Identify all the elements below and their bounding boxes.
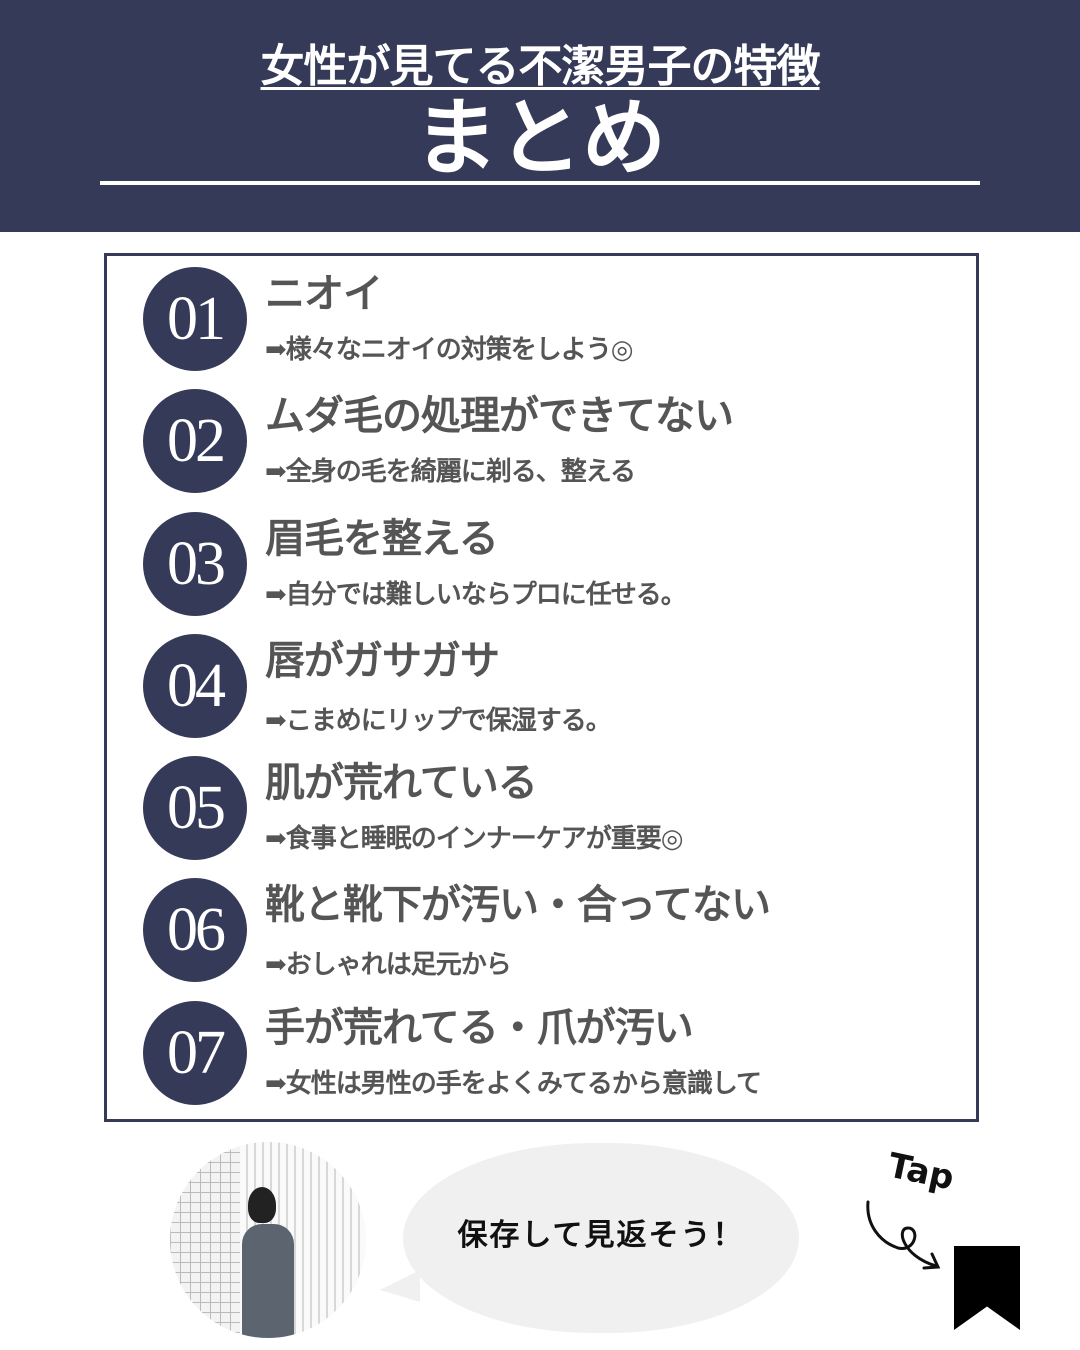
number-badge: 07 <box>143 1001 247 1105</box>
summary-list: 01 ニオイ ➡様々なニオイの対策をしよう◎ 02 ムダ毛の処理ができてない ➡… <box>104 253 979 1122</box>
list-item: 04 唇がガサガサ ➡こまめにリップで保湿する。 <box>143 634 963 738</box>
item-heading: 眉毛を整える <box>265 515 499 562</box>
item-heading: 唇がガサガサ <box>265 637 500 684</box>
item-detail: ➡こまめにリップで保湿する。 <box>265 706 612 736</box>
item-heading: 手が荒れてる・爪が汚い <box>265 1004 694 1051</box>
number-badge: 03 <box>143 512 247 616</box>
number-badge: 04 <box>143 634 247 738</box>
list-item: 01 ニオイ ➡様々なニオイの対策をしよう◎ <box>143 267 963 371</box>
item-detail: ➡自分では難しいならプロに任せる。 <box>265 580 687 610</box>
avatar-person-body <box>242 1224 294 1338</box>
item-detail: ➡様々なニオイの対策をしよう◎ <box>265 335 633 365</box>
item-heading: 靴と靴下が汚い・合ってない <box>265 881 771 928</box>
subtitle: 女性が見てる不潔男子の特徴 <box>0 30 1080 94</box>
avatar <box>170 1142 366 1338</box>
avatar-person-head <box>248 1187 276 1223</box>
item-detail: ➡全身の毛を綺麗に剃る、整える <box>265 457 636 487</box>
subtitle-text: 女性が見てる不潔男子の特徴 <box>260 41 821 92</box>
list-item: 05 肌が荒れている ➡食事と睡眠のインナーケアが重要◎ <box>143 756 963 860</box>
number-badge: 05 <box>143 756 247 860</box>
speech-bubble-tail <box>380 1270 420 1302</box>
curly-arrow-icon <box>866 1200 941 1270</box>
item-heading: 肌が荒れている <box>265 759 538 806</box>
item-heading: ムダ毛の処理ができてない <box>265 392 734 439</box>
item-detail: ➡女性は男性の手をよくみてるから意識して <box>265 1069 762 1099</box>
number-badge: 06 <box>143 878 247 982</box>
number-badge: 01 <box>143 267 247 371</box>
avatar-background-grid <box>170 1142 240 1338</box>
bookmark-icon[interactable] <box>954 1246 1020 1330</box>
item-detail: ➡おしゃれは足元から <box>265 950 512 980</box>
list-item: 02 ムダ毛の処理ができてない ➡全身の毛を綺麗に剃る、整える <box>143 389 963 493</box>
list-item: 03 眉毛を整える ➡自分では難しいならプロに任せる。 <box>143 512 963 616</box>
list-item: 07 手が荒れてる・爪が汚い ➡女性は男性の手をよくみてるから意識して <box>143 1001 963 1105</box>
item-heading: ニオイ <box>265 270 383 317</box>
number-badge: 02 <box>143 389 247 493</box>
list-item: 06 靴と靴下が汚い・合ってない ➡おしゃれは足元から <box>143 878 963 982</box>
title-divider <box>100 181 980 185</box>
header-banner: 女性が見てる不潔男子の特徴 まとめ <box>0 0 1080 232</box>
page-title: まとめ <box>413 88 666 187</box>
speech-bubble <box>403 1143 799 1333</box>
item-detail: ➡食事と睡眠のインナーケアが重要◎ <box>265 824 683 854</box>
speech-bubble-text: 保存して見返そう！ <box>457 1218 745 1253</box>
